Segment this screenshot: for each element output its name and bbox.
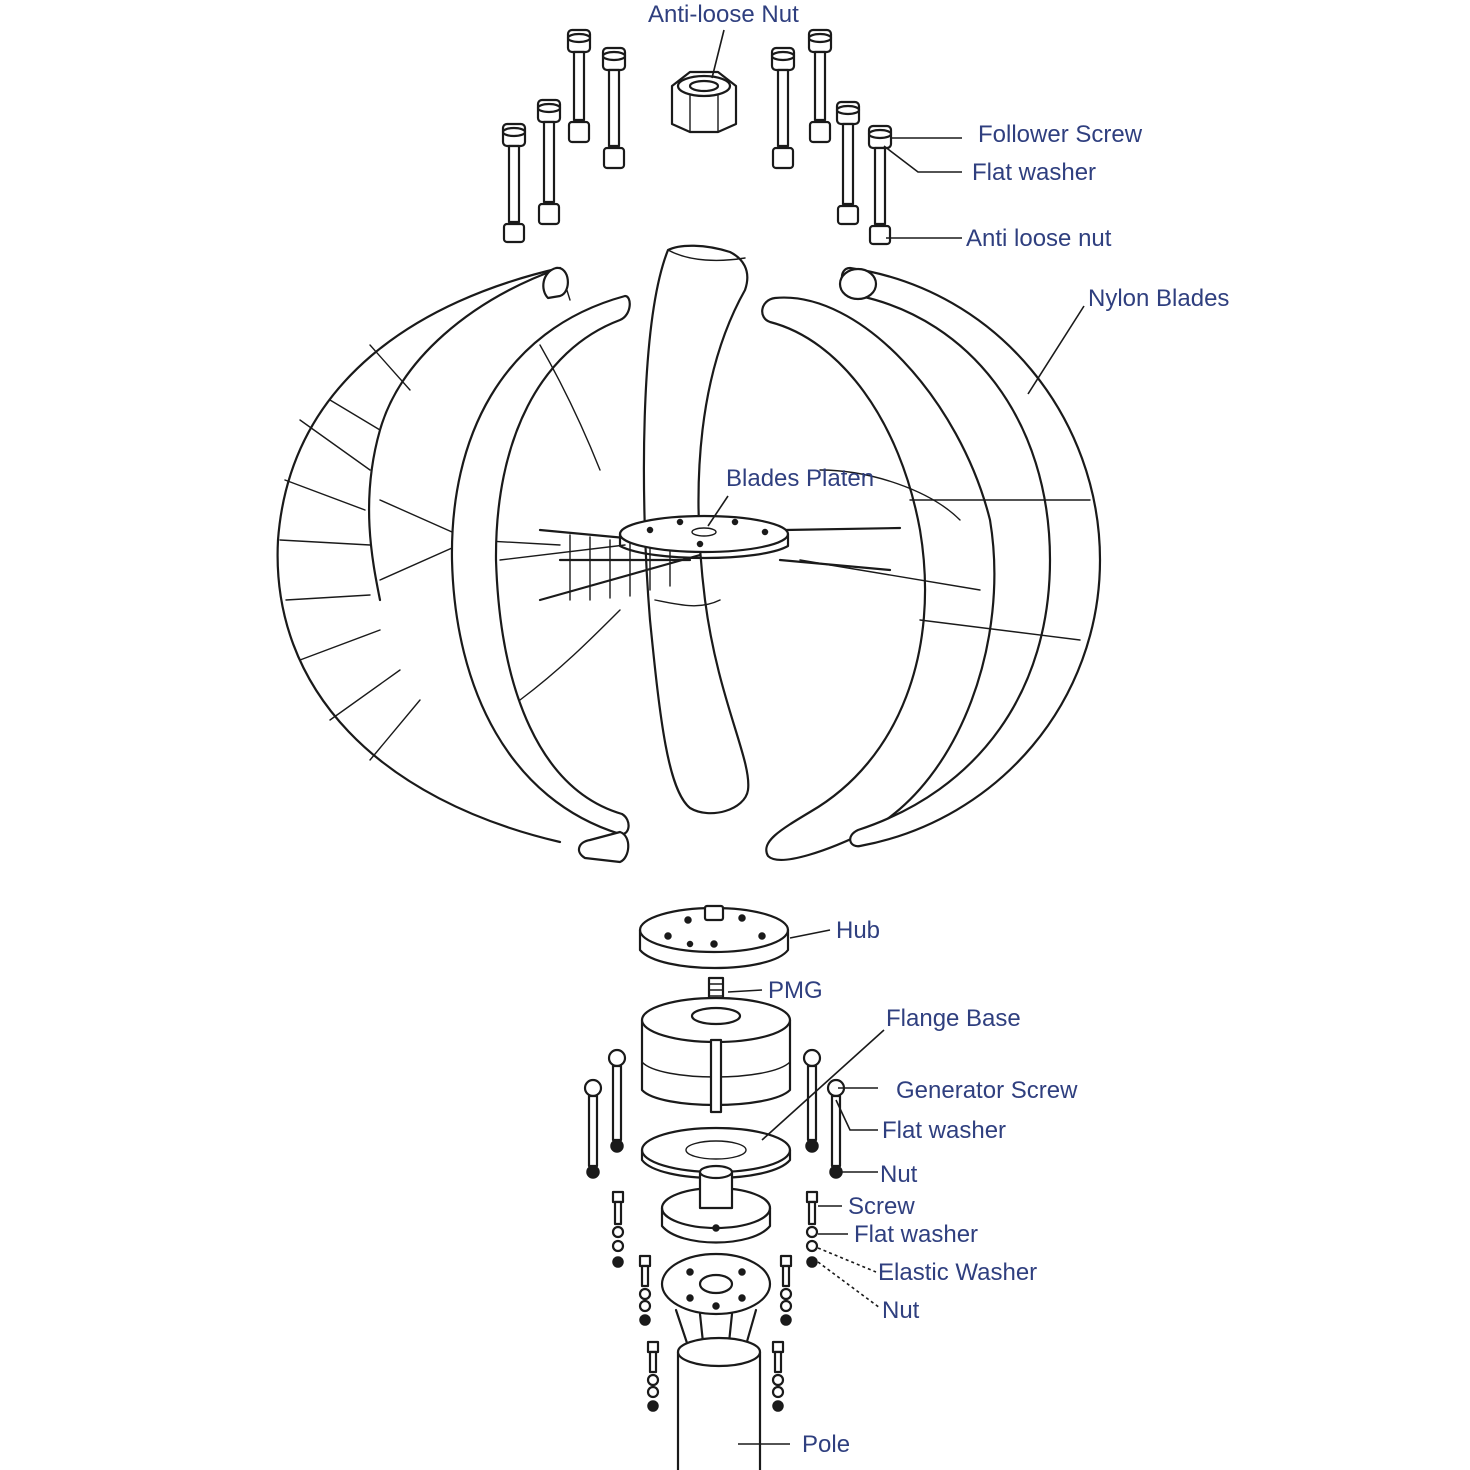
- hub-part: [638, 904, 790, 970]
- generator-screws: [583, 1048, 846, 1179]
- flange-base-part: [660, 1164, 772, 1244]
- label-elastic-washer: Elastic Washer: [878, 1259, 1037, 1286]
- label-flat-washer-top: Flat washer: [972, 159, 1096, 186]
- pole-bolt: [646, 1340, 660, 1412]
- pole-flange-part: [660, 1252, 772, 1354]
- label-flat-washer-low: Flat washer: [854, 1221, 978, 1248]
- blades-platen-part: [538, 514, 902, 602]
- follower-bolt: [536, 98, 562, 226]
- label-hub: Hub: [836, 917, 880, 944]
- labels: Anti-loose Nut Follower Screw Flat washe…: [648, 1, 1229, 1458]
- label-pmg: PMG: [768, 977, 823, 1004]
- pmg-generator-part: [640, 976, 792, 1114]
- nylon-blades: [276, 244, 1102, 864]
- generator-bolt: [802, 1048, 822, 1153]
- label-flat-washer-mid: Flat washer: [882, 1117, 1006, 1144]
- label-nut-low: Nut: [882, 1297, 920, 1324]
- label-follower-screw: Follower Screw: [978, 121, 1143, 148]
- follower-bolt: [835, 100, 861, 226]
- blade-right-inner: [761, 296, 996, 861]
- top-bolts-left: [501, 28, 627, 244]
- flange-screws: [611, 1190, 819, 1268]
- label-anti-loose-nut-top: Anti-loose Nut: [648, 1, 799, 28]
- generator-bolt: [826, 1078, 846, 1179]
- follower-bolt: [601, 46, 627, 170]
- flange-bolt: [805, 1190, 819, 1268]
- label-flange-base: Flange Base: [886, 1005, 1021, 1032]
- label-pole: Pole: [802, 1431, 850, 1458]
- generator-bolt: [607, 1048, 627, 1153]
- pole-screws: [638, 1254, 793, 1412]
- blade-tip: [542, 266, 569, 300]
- blade-tip: [577, 830, 630, 864]
- blade-left-inner: [450, 294, 631, 836]
- follower-bolt: [566, 28, 592, 144]
- follower-bolt: [501, 122, 527, 244]
- follower-bolt: [770, 46, 796, 170]
- leader-lines: [707, 29, 1085, 1445]
- label-blades-platen: Blades Platen: [726, 465, 874, 492]
- label-anti-loose-nut-side: Anti loose nut: [966, 225, 1112, 252]
- pole-bolt: [771, 1340, 785, 1412]
- pole-bolt: [638, 1254, 652, 1326]
- label-nylon-blades: Nylon Blades: [1088, 285, 1229, 312]
- anti-loose-nut-part: [670, 70, 738, 134]
- pole-part: [676, 1336, 762, 1470]
- flange-bolt: [611, 1190, 625, 1268]
- top-bolts-right: [770, 28, 893, 246]
- label-generator-screw: Generator Screw: [896, 1077, 1078, 1104]
- label-screw: Screw: [848, 1193, 915, 1220]
- follower-bolt: [807, 28, 833, 144]
- blade-right-outer: [838, 266, 1102, 848]
- follower-bolt: [867, 124, 893, 246]
- generator-bolt: [583, 1078, 603, 1179]
- pole-bolt: [779, 1254, 793, 1326]
- label-nut-mid: Nut: [880, 1161, 918, 1188]
